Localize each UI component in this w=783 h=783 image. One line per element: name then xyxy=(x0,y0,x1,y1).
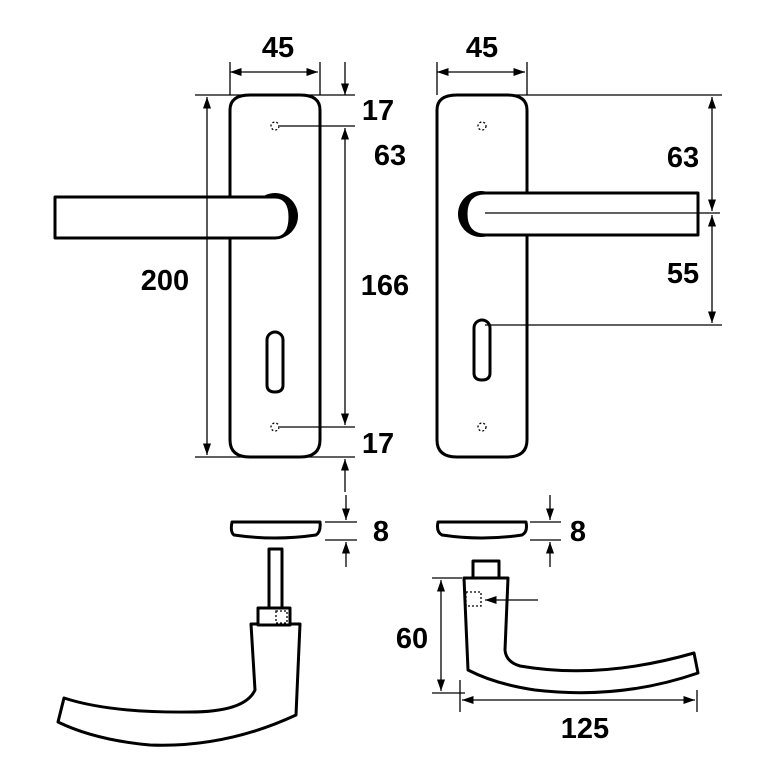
screw-hole-bottom-back xyxy=(477,422,487,432)
lever-back xyxy=(464,191,700,237)
label-screw-spacing: 166 xyxy=(361,270,409,302)
backplate-back xyxy=(435,93,529,459)
spindle-left xyxy=(267,547,284,611)
hidden-screw-left xyxy=(275,610,288,624)
label-height-front: 200 xyxy=(141,265,189,297)
rose-left-side: 8 xyxy=(229,495,389,567)
screw-hole-top xyxy=(270,121,280,131)
lever-body-right xyxy=(462,576,700,695)
label-rose-right-thickness: 8 xyxy=(570,516,586,548)
label-top-offset: 17 xyxy=(362,95,394,127)
keyhole xyxy=(265,330,285,394)
lever-front xyxy=(53,195,292,240)
hidden-screw-right xyxy=(465,591,482,607)
label-rose-left-thickness: 8 xyxy=(373,516,389,548)
collar-left xyxy=(256,606,292,627)
backplate-front xyxy=(228,93,322,459)
label-bottom-offset: 17 xyxy=(362,428,394,460)
label-lever-height: 60 xyxy=(396,623,428,655)
lever-side-right: 60 125 xyxy=(396,559,700,745)
lever-body-left xyxy=(56,622,302,747)
screw-hole-top-back xyxy=(477,121,487,131)
label-screw-to-lever: 63 xyxy=(374,140,406,172)
label-lever-to-keyhole: 55 xyxy=(667,258,699,290)
screw-hole-bottom xyxy=(270,422,280,432)
keyhole-back xyxy=(472,318,492,382)
label-lever-length: 125 xyxy=(561,713,609,745)
lever-side-left xyxy=(56,547,302,747)
label-width-back: 45 xyxy=(466,32,498,64)
label-width-front: 45 xyxy=(262,32,294,64)
rose-right-side: 8 xyxy=(436,495,586,567)
front-view: 45 200 17 63 166 17 xyxy=(53,32,409,492)
back-view: 45 63 55 xyxy=(435,32,722,459)
label-top-to-lever: 63 xyxy=(667,142,699,174)
